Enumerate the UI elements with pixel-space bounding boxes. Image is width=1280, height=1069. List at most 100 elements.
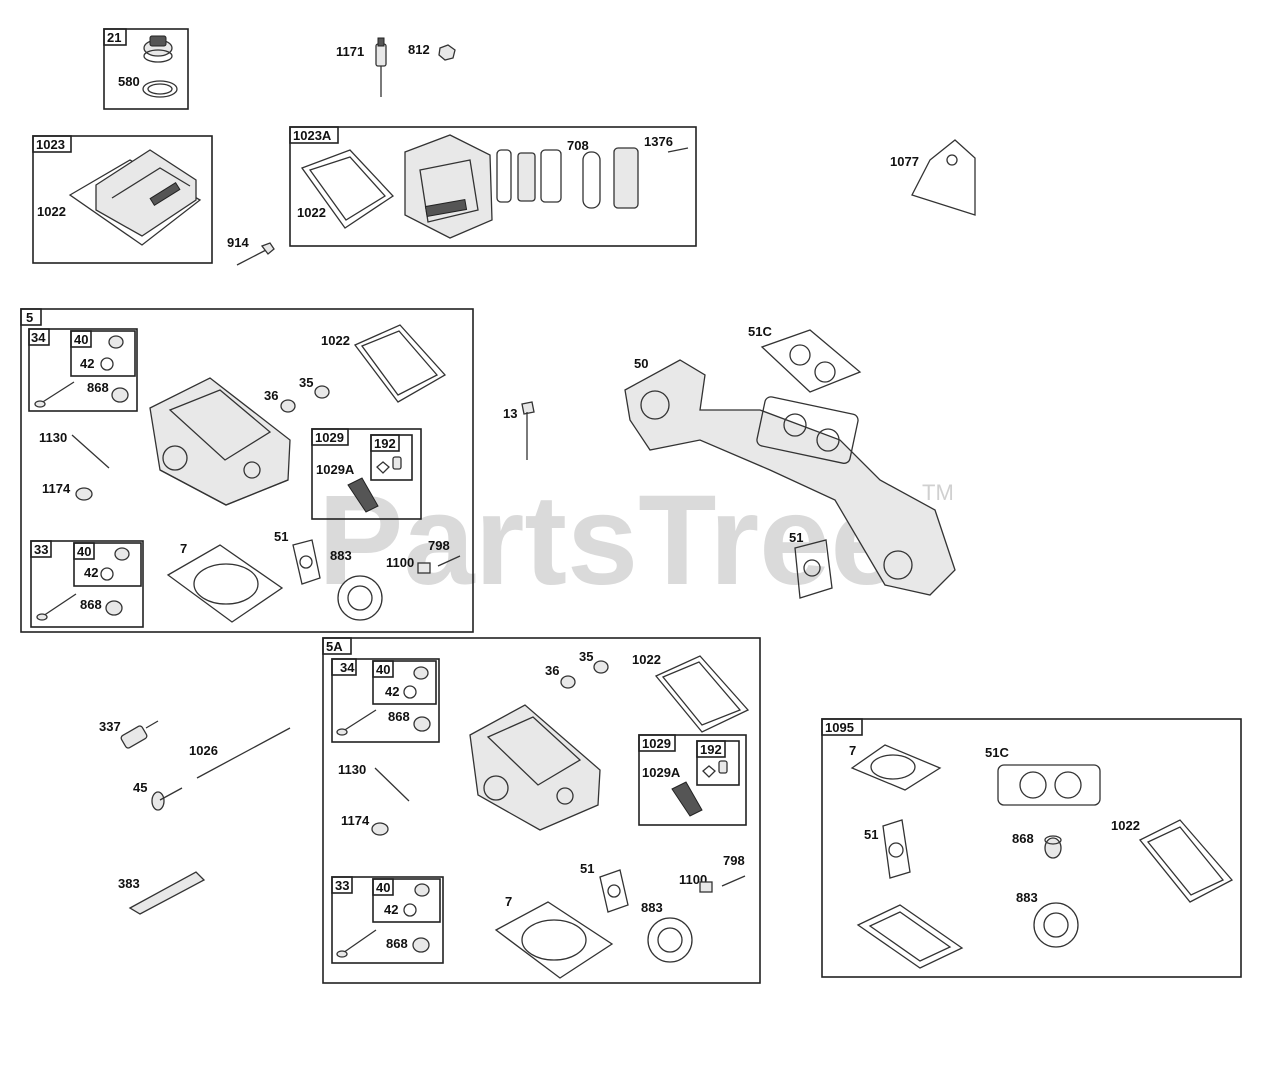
- valve-b[interactable]: [39, 593, 77, 619]
- pushrod-1130-a[interactable]: [71, 434, 110, 469]
- label-383: 383: [118, 876, 140, 891]
- rocker-arm-b[interactable]: [671, 781, 703, 817]
- gasket-51-b[interactable]: [794, 539, 833, 599]
- nut-812[interactable]: [438, 44, 456, 61]
- breather-plate[interactable]: [517, 152, 536, 202]
- head-gasket-7-b[interactable]: [494, 901, 614, 979]
- seal-868-e[interactable]: [1044, 835, 1062, 859]
- retainer-42-b[interactable]: [100, 567, 114, 581]
- cylinder-head-5A[interactable]: [469, 704, 601, 831]
- group-5-label: 5: [26, 310, 33, 325]
- seal-868-d[interactable]: [412, 937, 430, 953]
- valve-keeper-d[interactable]: [414, 883, 430, 897]
- valve-d[interactable]: [339, 929, 377, 956]
- gasket-51C[interactable]: [760, 329, 862, 393]
- rocker-arm-a[interactable]: [347, 477, 379, 513]
- label-798-b: 798: [723, 853, 745, 868]
- label-36-b: 36: [545, 663, 559, 678]
- label-868-d: 868: [386, 936, 408, 951]
- label-868-c: 868: [388, 709, 410, 724]
- label-1174-a: 1174: [42, 481, 71, 496]
- group-1023-label: 1023: [36, 137, 65, 152]
- spring-35-b[interactable]: [593, 660, 609, 674]
- label-868-b: 868: [80, 597, 102, 612]
- valve-a[interactable]: [37, 381, 75, 406]
- gasket-51-c[interactable]: [599, 869, 629, 913]
- nut-1174-b[interactable]: [371, 822, 389, 836]
- label-1130-a: 1130: [39, 430, 67, 445]
- label-1376: 1376: [644, 134, 673, 149]
- nut-192-b[interactable]: [702, 765, 716, 778]
- nut-1174-a[interactable]: [75, 487, 93, 501]
- rocker-cover-1023[interactable]: [68, 149, 202, 246]
- group-5A: 5A 34 40 42 868 36 35 1022 1130 1: [322, 637, 761, 984]
- gasket-1022-d[interactable]: [654, 655, 750, 733]
- label-798-a: 798: [428, 538, 450, 553]
- breather-filter[interactable]: [540, 149, 562, 203]
- nut-192-a[interactable]: [376, 461, 390, 474]
- valve-keeper-b[interactable]: [114, 547, 130, 561]
- gasket-883-a[interactable]: [337, 575, 383, 621]
- retainer-42-a[interactable]: [100, 357, 114, 371]
- group-1023A-label: 1023A: [293, 128, 332, 143]
- label-42-a: 42: [80, 356, 94, 371]
- gasket-883-c[interactable]: [1033, 902, 1079, 948]
- gasket-1022-e[interactable]: [1138, 819, 1234, 903]
- breather-gasket[interactable]: [496, 149, 512, 203]
- gasket-manifold-1095[interactable]: [856, 904, 964, 969]
- group-40-a-label: 40: [74, 332, 88, 347]
- head-gasket-7-c[interactable]: [850, 744, 942, 791]
- breather-cover[interactable]: [613, 147, 639, 209]
- label-50: 50: [634, 356, 648, 371]
- label-7-b: 7: [505, 894, 512, 909]
- spring-36-b[interactable]: [560, 675, 576, 689]
- screw-1376[interactable]: [667, 147, 689, 153]
- label-868-a: 868: [87, 380, 109, 395]
- watermark-text: PartsTree: [318, 469, 902, 612]
- clip-1100-a[interactable]: [417, 562, 431, 574]
- spring-36-a[interactable]: [280, 399, 296, 413]
- gasket-883-b[interactable]: [647, 917, 693, 963]
- valve-c[interactable]: [339, 709, 377, 734]
- label-13: 13: [503, 406, 517, 421]
- clip-1100-b[interactable]: [699, 881, 713, 893]
- gasket-51-a[interactable]: [292, 539, 321, 585]
- group-1029-b-label: 1029: [642, 736, 671, 751]
- label-7-a: 7: [180, 541, 187, 556]
- gasket-51C-b[interactable]: [997, 764, 1101, 806]
- pushrod-1026[interactable]: [196, 727, 291, 779]
- rocker-cover-1023A[interactable]: [404, 134, 493, 239]
- bolt-192-b[interactable]: [718, 760, 728, 774]
- bolt-13[interactable]: [521, 401, 535, 460]
- gasket-1022-c[interactable]: [353, 324, 447, 403]
- label-914: 914: [227, 235, 249, 250]
- gasket-708[interactable]: [582, 151, 601, 209]
- seal-868-a[interactable]: [111, 387, 129, 403]
- label-883-c: 883: [1016, 890, 1038, 905]
- bolt-192-a[interactable]: [392, 456, 402, 470]
- tappet-45[interactable]: [151, 787, 183, 811]
- intake-manifold-50[interactable]: [624, 359, 956, 596]
- head-gasket-7-a[interactable]: [166, 544, 284, 623]
- pushrod-1130-b[interactable]: [374, 767, 410, 802]
- seal-868-b[interactable]: [105, 600, 123, 616]
- o-ring-580[interactable]: [142, 80, 178, 98]
- cylinder-head-5[interactable]: [149, 377, 291, 506]
- retainer-42-d[interactable]: [403, 903, 417, 917]
- rocker-cover-gasket-1022[interactable]: [300, 149, 394, 229]
- spark-plug-337[interactable]: [120, 720, 159, 749]
- seal-868-c[interactable]: [413, 716, 431, 732]
- valve-keeper-c[interactable]: [413, 666, 429, 680]
- bracket-383[interactable]: [128, 871, 206, 915]
- retainer-42-c[interactable]: [403, 685, 417, 699]
- valve-keeper-a[interactable]: [108, 335, 124, 349]
- group-33-a-label: 33: [34, 542, 48, 557]
- screw-798-a[interactable]: [437, 555, 461, 567]
- screw-914[interactable]: [236, 242, 275, 266]
- dipstick-tube-1171[interactable]: [375, 37, 387, 97]
- bracket-1077[interactable]: [911, 139, 976, 216]
- spring-35-a[interactable]: [314, 385, 330, 399]
- oil-fill-cap[interactable]: [143, 35, 173, 63]
- screw-798-b[interactable]: [721, 875, 746, 887]
- gasket-51-d[interactable]: [882, 819, 911, 879]
